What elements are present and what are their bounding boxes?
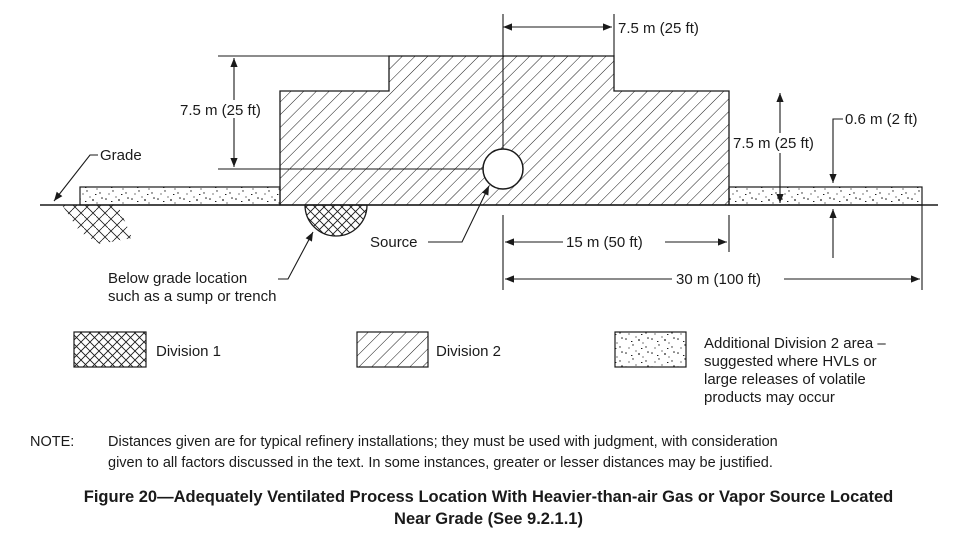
label-small-height: 0.6 m (2 ft): [845, 111, 918, 128]
figure-caption: Figure 20—Adequately Ventilated Process …: [0, 486, 977, 530]
note-label: NOTE:: [30, 434, 75, 450]
label-below-grade-1: Below grade location: [108, 270, 247, 287]
label-source: Source: [370, 234, 418, 251]
label-15m: 15 m (50 ft): [566, 234, 643, 251]
label-below-grade-2: such as a sump or trench: [108, 288, 276, 305]
additional-area-right: [728, 186, 923, 206]
classification-diagram: 7.5 m (25 ft) 7.5 m (25 ft) 7.5 m (25 ft…: [40, 14, 938, 406]
label-30m: 30 m (100 ft): [676, 271, 761, 288]
below-grade-trench: [304, 204, 368, 237]
legend: Division 1 Division 2 Additional Divisio…: [73, 331, 886, 406]
label-top-width: 7.5 m (25 ft): [618, 20, 699, 37]
note-text-line-1: Distances given are for typical refinery…: [108, 434, 778, 450]
label-grade: Grade: [100, 147, 142, 164]
dim-top-width: [502, 14, 615, 149]
additional-area-left: [79, 186, 281, 206]
legend-swatch-additional: [614, 331, 687, 368]
below-grade-leader: [278, 231, 314, 280]
source-circle: [482, 148, 524, 190]
label-right-height: 7.5 m (25 ft): [733, 135, 814, 152]
legend-label-division2: Division 2: [436, 343, 501, 360]
legend-swatch-division1: [73, 331, 147, 368]
soil-hatch: [62, 205, 132, 244]
dim-small-height: [829, 118, 843, 258]
legend-swatch-division2: [356, 331, 429, 368]
source-leader: [428, 185, 490, 243]
legend-label-division1: Division 1: [156, 343, 221, 360]
legend-label-additional-1: Additional Division 2 area –: [704, 335, 886, 352]
label-left-height: 7.5 m (25 ft): [180, 102, 261, 119]
grade-leader: [53, 154, 98, 202]
figure-caption-line-1: Figure 20—Adequately Ventilated Process …: [83, 488, 894, 506]
legend-label-additional-3: large releases of volatile: [704, 371, 866, 388]
note-text-line-2: given to all factors discussed in the te…: [108, 455, 773, 471]
legend-label-additional-4: products may occur: [704, 389, 835, 406]
legend-label-additional-2: suggested where HVLs or: [704, 353, 877, 370]
figure-caption-line-2: Near Grade (See 9.2.1.1): [394, 510, 583, 528]
note-text: Distances given are for typical refinery…: [108, 432, 958, 474]
